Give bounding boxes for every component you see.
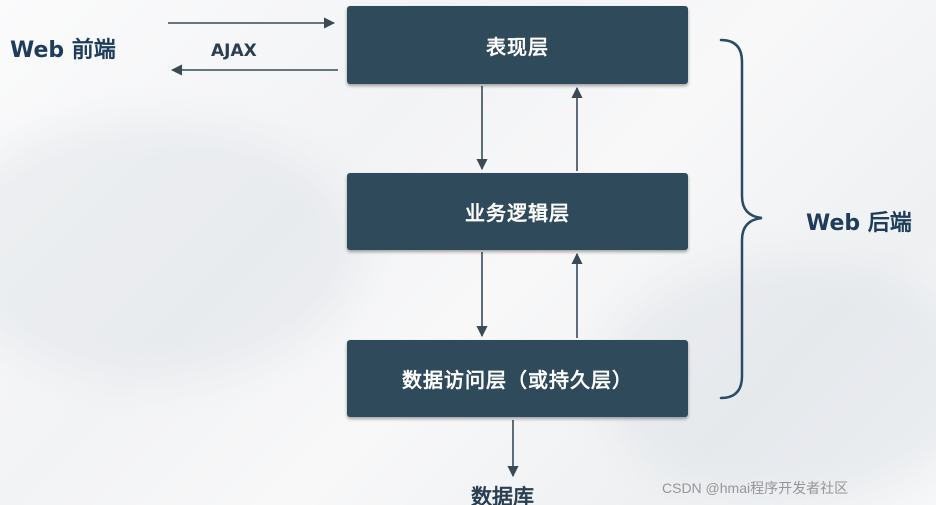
background-wash [0,120,360,380]
business-logic-layer-label: 业务逻辑层 [465,201,570,225]
presentation-layer-box: 表现层 [347,6,688,84]
backend-brace [719,38,763,400]
web-frontend-label: Web 前端 [10,38,116,63]
database-label: 数据库 [471,485,534,505]
business-logic-layer-box: 业务逻辑层 [347,173,688,250]
watermark-text: CSDN @hmai程序开发者社区 [662,480,849,496]
presentation-layer-label: 表现层 [486,34,549,59]
data-access-layer-label: 数据访问层（或持久层） [402,368,633,392]
ajax-label: AJAX [211,41,257,61]
web-backend-label: Web 后端 [806,211,912,236]
data-access-layer-box: 数据访问层（或持久层） [347,340,688,417]
